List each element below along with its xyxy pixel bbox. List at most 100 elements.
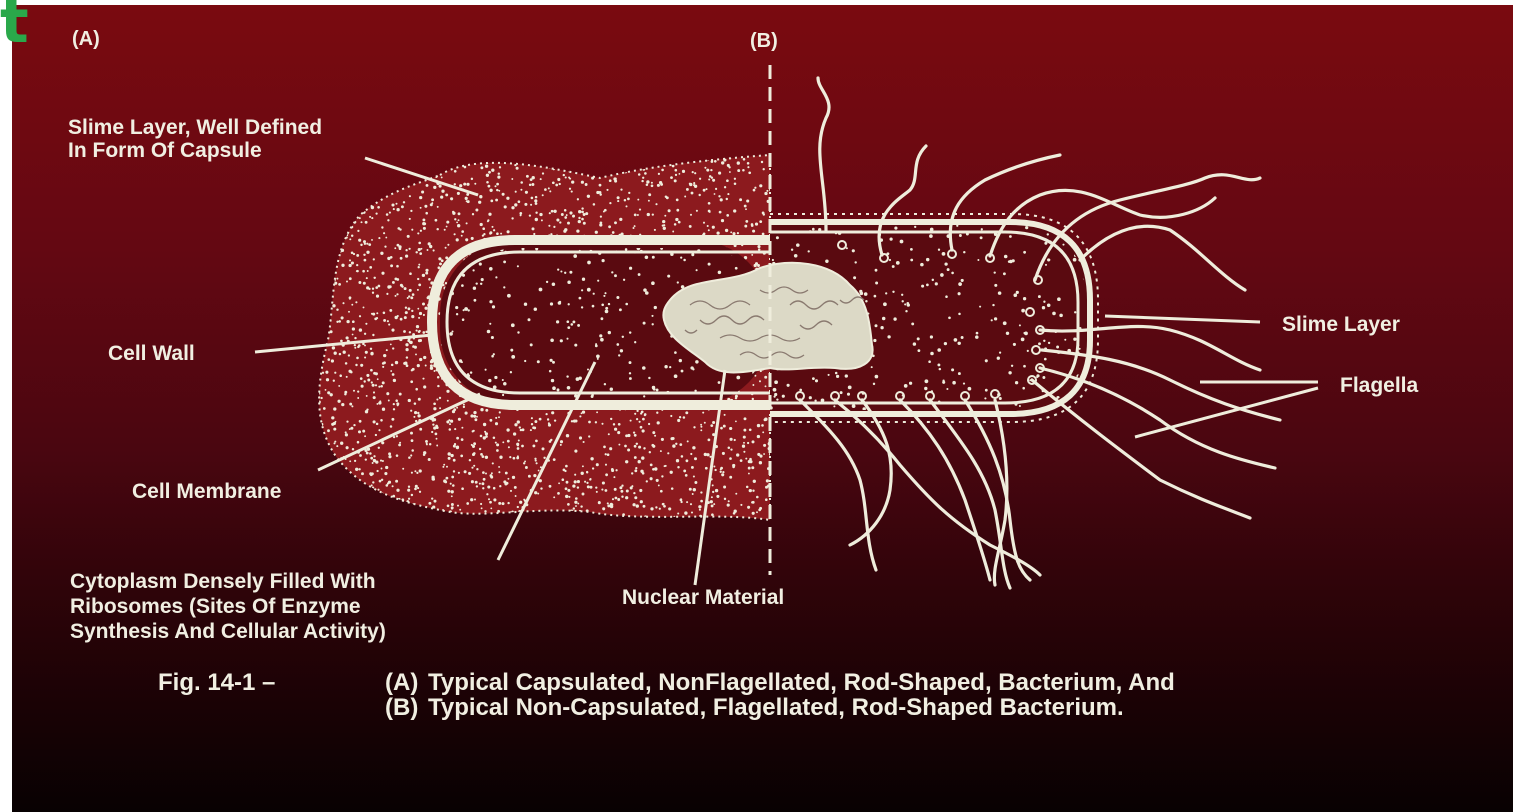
- speckle-dot: [329, 483, 332, 486]
- speckle-dot: [322, 230, 324, 232]
- speckle-dot: [534, 199, 537, 202]
- speckle-dot: [535, 460, 537, 462]
- speckle-dot: [396, 402, 399, 405]
- speckle-dot: [721, 219, 724, 222]
- speckle-dot: [330, 167, 333, 170]
- speckle-dot: [373, 496, 375, 498]
- speckle-dot: [758, 248, 760, 250]
- speckle-dot: [651, 182, 653, 184]
- speckle-dot: [935, 282, 938, 285]
- speckle-dot: [331, 359, 334, 362]
- speckle-dot: [663, 224, 665, 226]
- speckle-dot: [718, 195, 720, 197]
- speckle-dot: [387, 285, 390, 288]
- speckle-dot: [757, 245, 760, 248]
- speckle-dot: [690, 453, 692, 455]
- speckle-dot: [627, 198, 630, 201]
- speckle-dot: [746, 199, 749, 202]
- speckle-dot: [580, 505, 582, 507]
- speckle-dot: [393, 403, 395, 405]
- speckle-dot: [424, 205, 427, 208]
- speckle-dot: [723, 155, 726, 158]
- speckle-dot: [407, 489, 410, 492]
- speckle-dot: [574, 474, 576, 476]
- speckle-dot: [626, 489, 629, 492]
- speckle-dot: [634, 164, 636, 166]
- speckle-dot: [336, 243, 339, 246]
- speckle-dot: [530, 343, 533, 346]
- speckle-dot: [608, 303, 610, 305]
- speckle-dot: [1023, 251, 1026, 254]
- speckle-dot: [621, 495, 623, 497]
- speckle-dot: [638, 173, 641, 176]
- speckle-dot: [447, 504, 450, 507]
- speckle-dot: [359, 179, 362, 182]
- speckle-dot: [774, 393, 777, 396]
- speckle-dot: [1036, 374, 1039, 377]
- speckle-dot: [508, 155, 511, 158]
- speckle-dot: [382, 366, 384, 368]
- speckle-dot: [928, 360, 931, 363]
- speckle-dot: [873, 383, 875, 385]
- speckle-dot: [1022, 387, 1025, 390]
- speckle-dot: [441, 176, 443, 178]
- speckle-dot: [366, 166, 368, 168]
- speckle-dot: [473, 465, 475, 467]
- speckle-dot: [514, 486, 517, 489]
- speckle-dot: [637, 214, 639, 216]
- speckle-dot: [439, 407, 441, 409]
- speckle-dot: [654, 229, 656, 231]
- speckle-dot: [465, 412, 468, 415]
- speckle-dot: [607, 157, 610, 160]
- speckle-dot: [743, 158, 746, 161]
- speckle-dot: [376, 312, 378, 314]
- speckle-dot: [396, 265, 399, 268]
- speckle-dot: [581, 472, 584, 475]
- speckle-dot: [651, 315, 653, 317]
- speckle-dot: [358, 485, 361, 488]
- speckle-dot: [1059, 314, 1063, 318]
- speckle-dot: [478, 201, 481, 204]
- speckle-dot: [762, 233, 765, 236]
- speckle-dot: [369, 495, 371, 497]
- speckle-dot: [519, 501, 522, 504]
- speckle-dot: [704, 155, 706, 157]
- speckle-dot: [375, 384, 377, 386]
- speckle-dot: [329, 287, 331, 289]
- speckle-dot: [665, 153, 668, 156]
- speckle-dot: [492, 462, 494, 464]
- speckle-dot: [596, 411, 598, 413]
- speckle-dot: [592, 157, 595, 160]
- speckle-dot: [463, 183, 466, 186]
- speckle-dot: [601, 489, 603, 491]
- speckle-dot: [569, 188, 571, 190]
- speckle-dot: [446, 477, 449, 480]
- speckle-dot: [401, 205, 404, 208]
- speckle-dot: [409, 289, 412, 292]
- speckle-dot: [476, 485, 478, 487]
- speckle-dot: [585, 212, 588, 215]
- speckle-dot: [649, 158, 651, 160]
- speckle-dot: [327, 296, 329, 298]
- speckle-dot: [713, 503, 715, 505]
- speckle-dot: [474, 499, 476, 501]
- speckle-dot: [320, 431, 322, 433]
- speckle-dot: [339, 195, 341, 197]
- speckle-dot: [425, 440, 428, 443]
- speckle-dot: [712, 484, 714, 486]
- speckle-dot: [524, 303, 527, 306]
- speckle-dot: [360, 168, 362, 170]
- speckle-dot: [946, 388, 948, 390]
- speckle-dot: [337, 185, 339, 187]
- speckle-dot: [417, 364, 420, 367]
- speckle-dot: [436, 228, 438, 230]
- speckle-dot: [426, 443, 428, 445]
- speckle-dot: [378, 285, 381, 288]
- speckle-dot: [479, 448, 481, 450]
- speckle-dot: [675, 174, 677, 176]
- speckle-dot: [439, 397, 441, 399]
- speckle-dot: [576, 154, 578, 156]
- speckle-dot: [743, 429, 746, 432]
- speckle-dot: [920, 263, 924, 267]
- speckle-dot: [433, 478, 435, 480]
